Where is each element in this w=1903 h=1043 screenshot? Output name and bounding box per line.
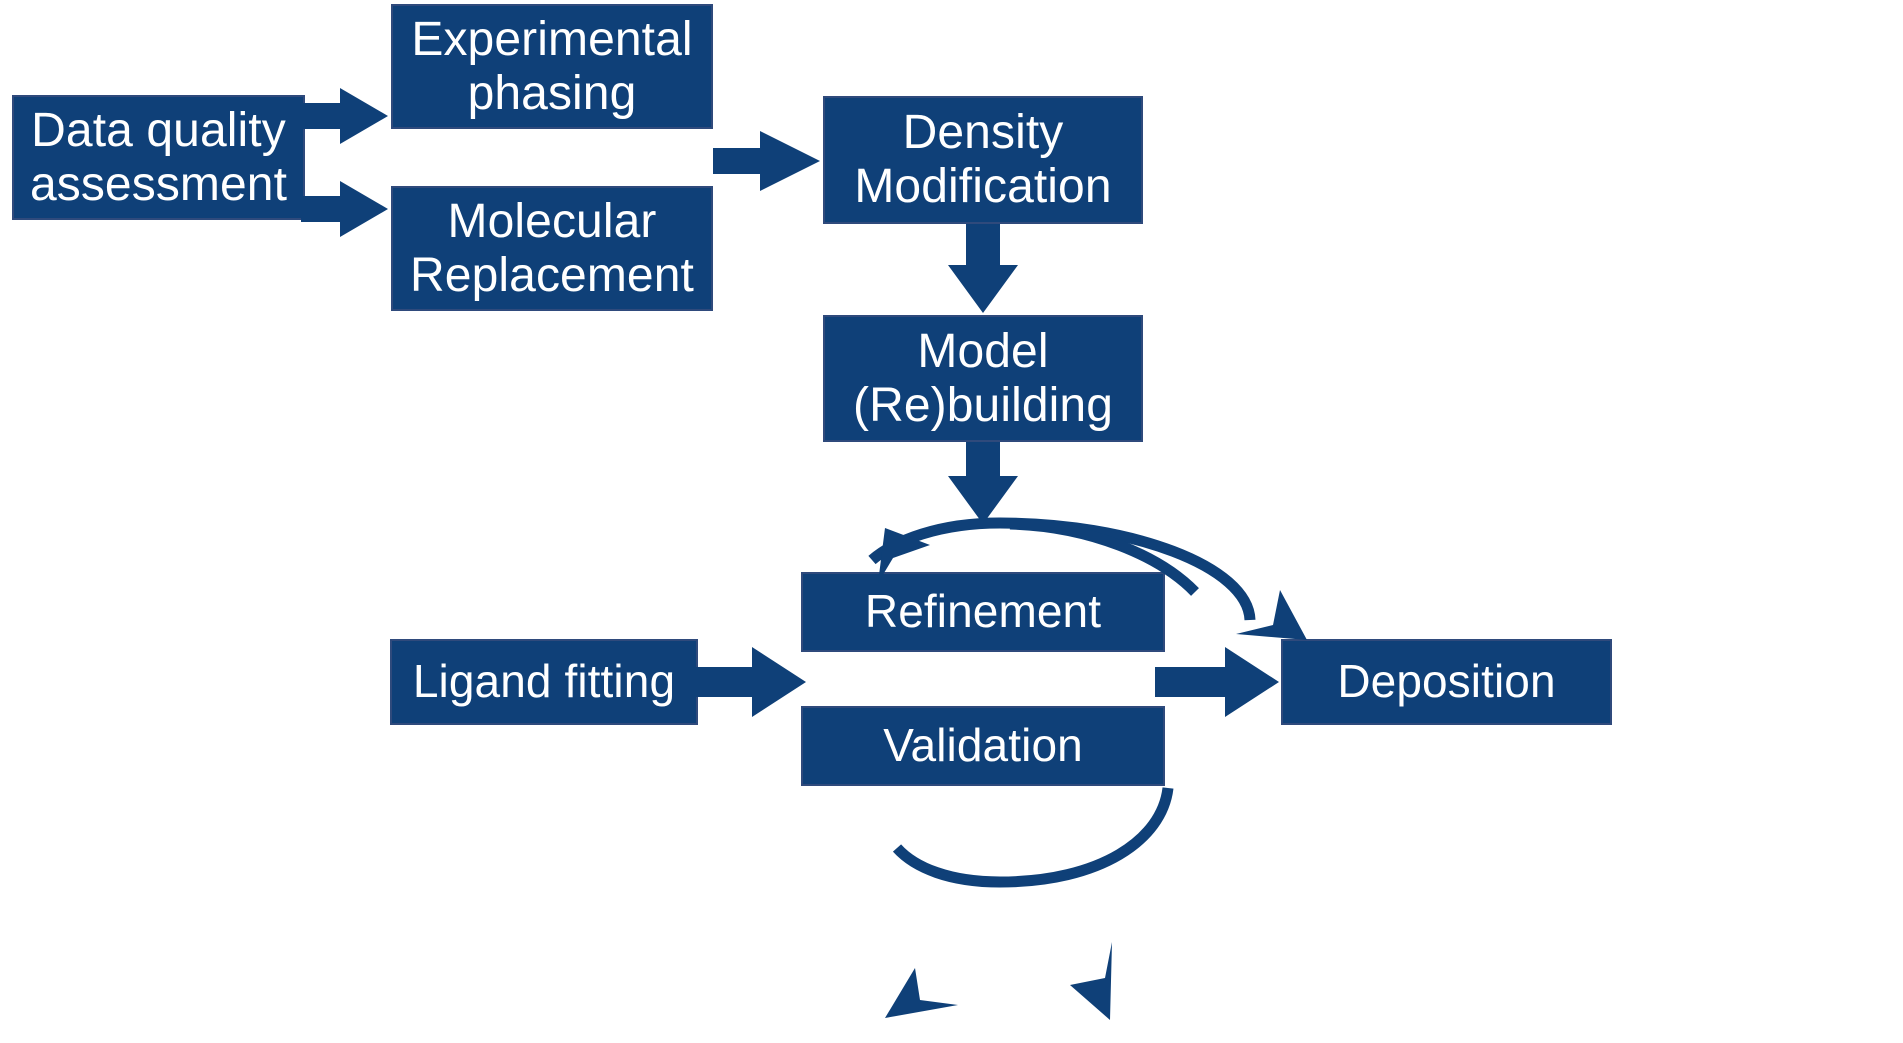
node-label: Density Modification xyxy=(854,106,1112,213)
arrow-data-quality-to-experimental-phasing xyxy=(301,88,388,144)
arrow-ligand-fitting-to-refinement xyxy=(694,647,806,717)
node-model-rebuilding[interactable]: Model (Re)building xyxy=(823,315,1143,442)
node-label: Model (Re)building xyxy=(853,324,1113,432)
arrow-phasing-to-density-modification xyxy=(713,131,820,191)
arrow-refinement-to-deposition xyxy=(1155,647,1279,717)
node-validation[interactable]: Validation xyxy=(801,706,1165,786)
cycle-arc-bottom xyxy=(892,787,1174,888)
node-label: Experimental phasing xyxy=(411,12,693,120)
cycle-arrow-head-bottom-right xyxy=(1070,942,1112,1020)
node-molecular-replacement[interactable]: Molecular Replacement xyxy=(391,186,713,311)
node-data-quality-assessment[interactable]: Data quality assessment xyxy=(12,95,305,220)
node-density-modification[interactable]: Density Modification xyxy=(823,96,1143,224)
cycle-arrow-head-top-right xyxy=(1236,590,1307,640)
node-refinement[interactable]: Refinement xyxy=(801,572,1165,652)
node-label: Refinement xyxy=(864,585,1102,638)
node-label: Molecular Replacement xyxy=(410,194,694,302)
arrow-density-modification-to-model-rebuilding xyxy=(948,224,1018,313)
node-label: Validation xyxy=(883,719,1083,772)
node-label: Ligand fitting xyxy=(412,655,676,708)
arrow-data-quality-to-molecular-replacement xyxy=(301,181,388,237)
node-deposition[interactable]: Deposition xyxy=(1281,639,1612,725)
node-label: Deposition xyxy=(1337,655,1556,708)
node-ligand-fitting[interactable]: Ligand fitting xyxy=(390,639,698,725)
node-label: Data quality assessment xyxy=(29,103,288,211)
cycle-arrow-head-bottom-left xyxy=(885,968,958,1018)
node-experimental-phasing[interactable]: Experimental phasing xyxy=(391,4,713,129)
arrow-model-rebuilding-to-refinement xyxy=(948,442,1018,524)
